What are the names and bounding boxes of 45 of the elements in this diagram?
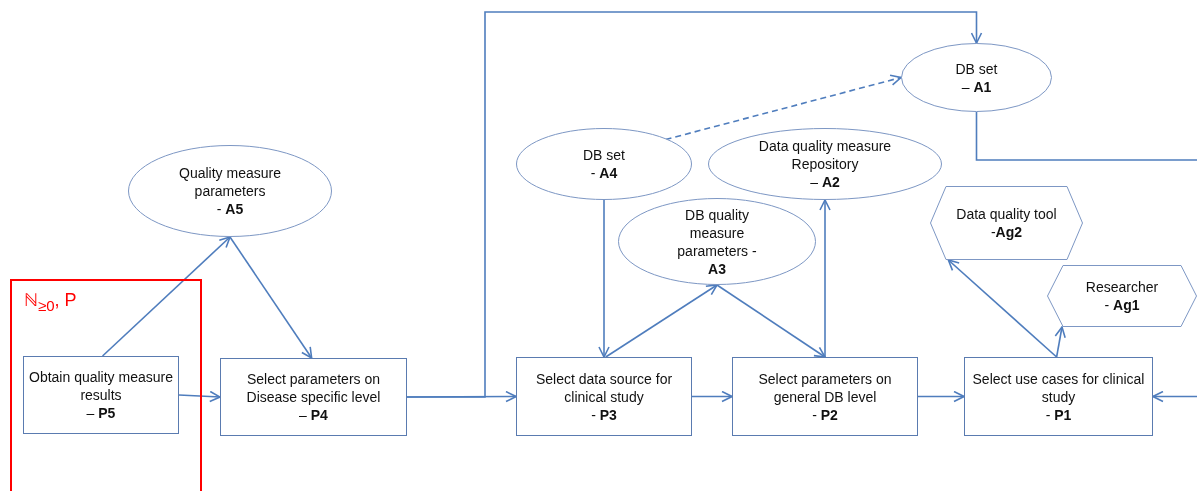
arrow	[406, 11, 983, 398]
region-frame	[10, 279, 202, 491]
arrow	[716, 284, 826, 358]
process-box	[732, 357, 918, 436]
dashed-arrow	[664, 74, 902, 141]
arrow	[229, 236, 313, 359]
node-label: - Ag1	[1104, 296, 1140, 314]
arrow	[819, 199, 831, 358]
node-label: A3	[708, 259, 726, 278]
node-label: Data quality tool	[956, 205, 1057, 223]
node-label: Quality measure parameters	[178, 164, 282, 200]
process-box	[220, 358, 407, 436]
arrow	[101, 236, 231, 357]
arrow	[947, 259, 1058, 358]
process-box	[516, 357, 692, 436]
node-label: - P1	[1045, 405, 1072, 424]
process-box	[23, 356, 179, 434]
node-label: – A1	[961, 77, 992, 96]
node-label: - A5	[216, 200, 244, 218]
node-label: - P3	[591, 405, 617, 424]
frame-label: ℕ$_{≥0}$, P	[24, 289, 77, 316]
node-label: DB quality measure parameters -	[676, 205, 758, 260]
node-label: Select parameters on general DB level	[757, 369, 893, 406]
arrow	[1054, 326, 1066, 358]
node-label: – P5	[86, 404, 116, 422]
node-label: DB set	[583, 146, 625, 164]
node-label: Researcher	[1085, 278, 1159, 296]
arrow	[691, 390, 733, 403]
node-label: Select data source for clinical study	[534, 369, 674, 406]
node-label: - A4	[590, 164, 618, 182]
arrow	[598, 199, 610, 358]
node-label: - P2	[812, 405, 838, 424]
arrow	[604, 284, 718, 358]
arrow	[975, 111, 1197, 403]
node-label: Data quality measure Repository	[757, 137, 893, 173]
arrow	[178, 390, 221, 403]
node-label: – P4	[299, 406, 328, 424]
node-label: -Ag2	[990, 223, 1023, 241]
node-label: DB set	[955, 59, 998, 78]
arrow	[917, 390, 965, 403]
node-label: Select use cases for clinical study	[971, 369, 1146, 406]
node-label: – A2	[810, 173, 840, 191]
node-label: Select parameters on Disease specific level	[245, 370, 382, 406]
node-label: Obtain quality measure results	[28, 368, 174, 404]
process-box	[964, 357, 1153, 436]
